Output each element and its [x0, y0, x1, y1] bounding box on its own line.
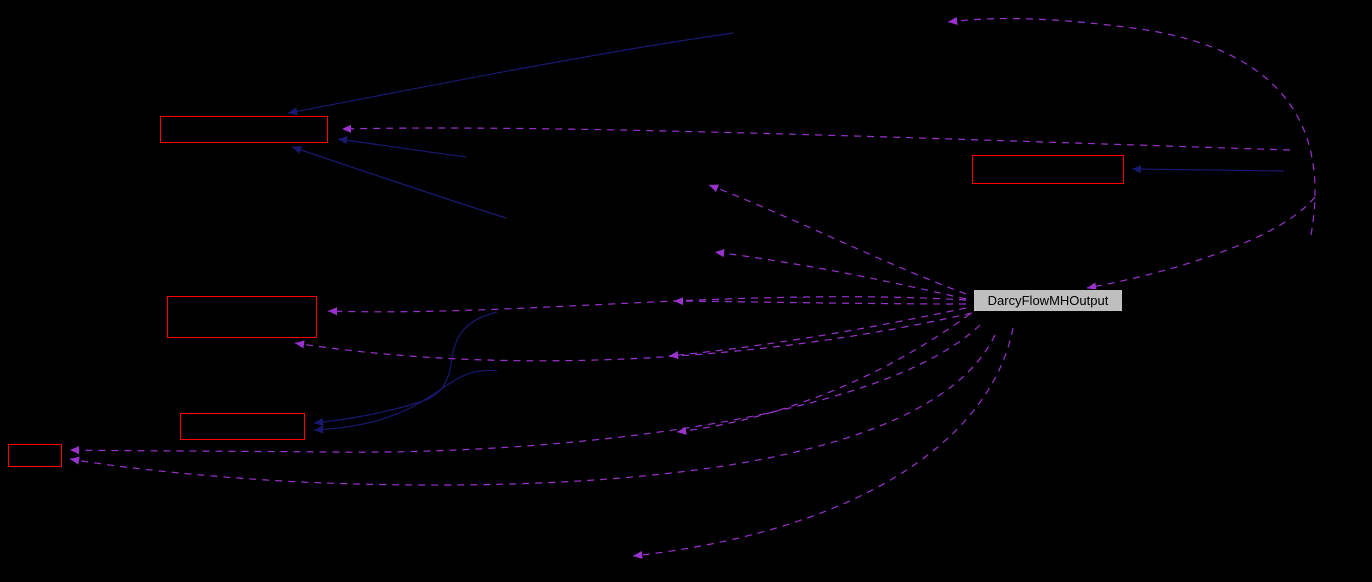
usage-edge-3	[1086, 196, 1316, 291]
usage-edge-8	[676, 313, 971, 435]
main-node-darcyflowmhoutput[interactable]: DarcyFlowMHOutput	[973, 289, 1123, 312]
usage-edge-11	[69, 324, 981, 455]
inheritance-edge-2	[337, 136, 467, 158]
usage-edge-4	[708, 184, 967, 295]
class-node-2[interactable]	[972, 155, 1124, 184]
usage-edge-2	[947, 16, 1316, 236]
main-node-label: DarcyFlowMHOutput	[987, 293, 1109, 308]
class-node-3[interactable]	[167, 296, 317, 338]
usage-edge-12	[69, 334, 996, 486]
inheritance-edge-1	[287, 32, 734, 116]
usage-edge-7	[668, 307, 967, 360]
usage-edge-1	[341, 124, 1291, 151]
inheritance-edge-4	[1131, 165, 1285, 174]
usage-edge-9	[327, 296, 967, 316]
class-node-5[interactable]	[8, 444, 62, 467]
inheritance-edge-6	[313, 369, 498, 434]
usage-edge-6	[673, 296, 967, 306]
class-node-4[interactable]	[180, 413, 305, 440]
inheritance-edge-5	[313, 311, 498, 427]
class-node-1[interactable]	[160, 116, 328, 143]
usage-edge-10	[294, 312, 973, 362]
usage-edge-5	[714, 249, 967, 300]
usage-edge-13	[632, 327, 1014, 560]
inheritance-edge-3	[291, 146, 507, 219]
